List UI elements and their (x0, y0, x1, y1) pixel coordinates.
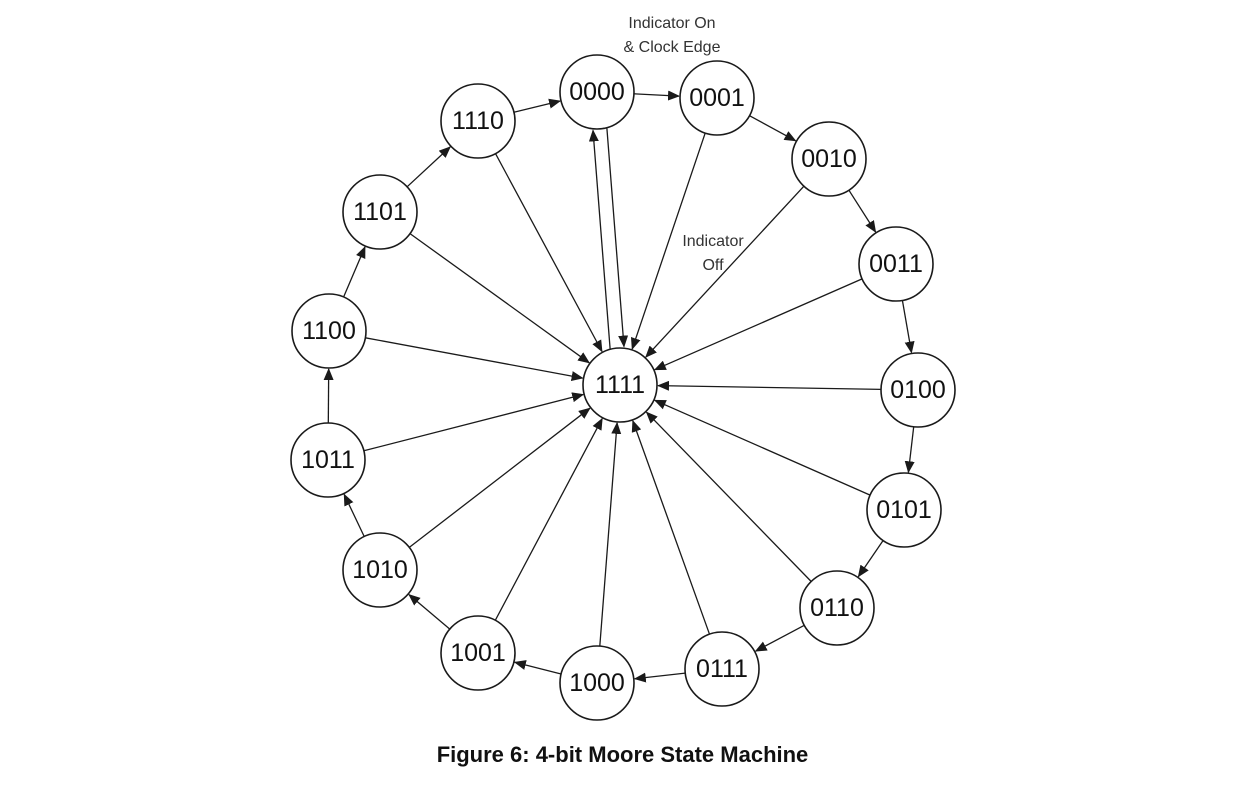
transition-0101-to-0110 (857, 540, 884, 578)
state-label: 0001 (689, 84, 745, 112)
state-1100: 1100 (291, 293, 367, 369)
state-label: 1010 (352, 556, 408, 584)
transition-0011-to-1111 (653, 278, 863, 371)
state-1000: 1000 (559, 645, 635, 721)
state-circle (866, 472, 942, 548)
state-circle (684, 631, 760, 707)
state-label: 0100 (890, 376, 946, 404)
state-label: 1001 (450, 639, 506, 667)
transition-0111-to-1111 (631, 419, 711, 635)
state-0101: 0101 (866, 472, 942, 548)
state-label: 0101 (876, 496, 932, 524)
state-label: 1100 (302, 317, 356, 345)
transition-0001-to-1111 (630, 132, 706, 350)
state-0000: 0000 (559, 54, 635, 130)
state-label: 1011 (301, 446, 355, 474)
state-label: 1000 (569, 669, 625, 697)
transition-1100-to-1111 (365, 337, 584, 382)
state-circle (582, 347, 658, 423)
state-label: 1111 (595, 371, 645, 399)
state-0100: 0100 (880, 352, 956, 428)
transitions (323, 90, 915, 683)
transition-1001-to-1010 (408, 593, 451, 630)
state-circle (291, 293, 367, 369)
transition-1000-to-1111 (599, 421, 622, 647)
state-circle (342, 532, 418, 608)
transition-0111-to-1000 (633, 672, 686, 683)
transition-1011-to-1111 (363, 392, 585, 452)
state-0011: 0011 (858, 226, 934, 302)
state-1110: 1110 (440, 83, 516, 159)
state-label: 0111 (696, 655, 748, 683)
transition-0110-to-1111 (645, 411, 812, 582)
state-label: 0010 (801, 145, 857, 173)
transition-1101-to-1110 (406, 146, 451, 188)
transition-0000-to-0001 (633, 90, 680, 101)
state-1101: 1101 (342, 174, 418, 250)
state-circle (858, 226, 934, 302)
transition-1101-to-1111 (409, 233, 591, 364)
state-1011: 1011 (290, 422, 366, 498)
transition-0101-to-1111 (653, 399, 871, 496)
state-label: 0110 (810, 594, 864, 622)
state-circle (559, 54, 635, 130)
transition-0110-to-0111 (754, 624, 805, 652)
state-1001: 1001 (440, 615, 516, 691)
state-circle (559, 645, 635, 721)
indicator-on-label-line1: Indicator On (628, 15, 715, 32)
state-label: 0011 (869, 250, 923, 278)
state-circle (342, 174, 418, 250)
indicator-on-label-line2: & Clock Edge (624, 39, 721, 56)
state-0010: 0010 (791, 121, 867, 197)
state-circle (440, 615, 516, 691)
transition-0001-to-0010 (749, 115, 797, 142)
state-0111: 0111 (684, 631, 760, 707)
figure-caption: Figure 6: 4-bit Moore State Machine (436, 742, 809, 767)
state-circle (679, 60, 755, 136)
transition-0100-to-0101 (904, 426, 915, 474)
transition-1110-to-0000 (513, 98, 562, 113)
annotations: Indicator On & Clock Edge Indicator Off (624, 15, 745, 274)
transition-1010-to-1111 (408, 407, 591, 548)
state-circle (290, 422, 366, 498)
state-1111: 1111 (582, 347, 658, 423)
transition-0100-to-1111 (657, 380, 882, 391)
state-1010: 1010 (342, 532, 418, 608)
state-circle (799, 570, 875, 646)
state-label: 0000 (569, 78, 625, 106)
indicator-off-label-line1: Indicator (682, 233, 744, 250)
transition-0000-to-1111 (606, 128, 629, 348)
transition-1000-to-1001 (513, 660, 562, 675)
transition-1001-to-1111 (494, 417, 603, 621)
transition-1111-to-0000 (588, 129, 611, 349)
state-label: 1101 (353, 198, 407, 226)
transition-0010-to-0011 (848, 189, 877, 233)
indicator-off-label-line2: Off (702, 257, 724, 274)
state-circle (880, 352, 956, 428)
transition-1010-to-1011 (343, 493, 365, 537)
state-circle (440, 83, 516, 159)
state-0110: 0110 (799, 570, 875, 646)
state-label: 1110 (452, 107, 504, 135)
state-0001: 0001 (679, 60, 755, 136)
transition-1100-to-1101 (343, 245, 366, 298)
states: 1111 0000 0001 0010 0011 0100 0101 0110 0111 1000… (290, 54, 956, 721)
state-circle (791, 121, 867, 197)
transition-0011-to-0100 (901, 300, 915, 354)
transition-1110-to-1111 (494, 153, 603, 353)
transition-0010-to-1111 (645, 185, 805, 358)
